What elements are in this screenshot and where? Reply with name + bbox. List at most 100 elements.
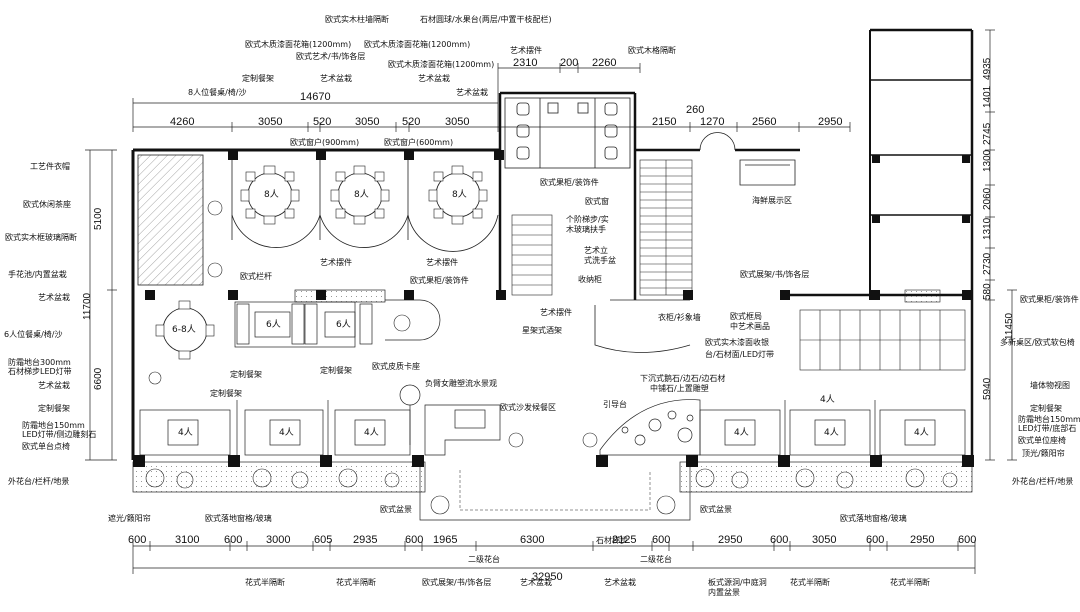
label-bottom-5: 二级花台 [468, 555, 500, 564]
label-inner-1: 欧式窗户(600mm) [384, 138, 454, 147]
seat-label: 4人 [820, 395, 835, 405]
label-inner-26: 负臂女雕塑流水景观 [425, 379, 497, 388]
round-table-chairs [155, 165, 488, 360]
label-top-4: 艺术摆件 [510, 46, 542, 55]
label-inner-4: 艺术摆件 [426, 258, 458, 267]
label-left-12: 欧式单台点椅 [22, 442, 70, 451]
label-inner-13: 艺术摆件 [540, 308, 572, 317]
seat-label: 4人 [178, 428, 193, 438]
right-dimension-lines [985, 29, 1017, 461]
label-inner-6: 欧式果柜/装饰件 [410, 276, 469, 285]
waiting-sofa [399, 384, 501, 456]
dim-bottom-total: 32950 [532, 571, 563, 583]
seat-label: 4人 [364, 428, 379, 438]
label-top-8: 定制餐架 [242, 74, 274, 83]
label-inner-12: 收纳柜 [578, 275, 602, 284]
label-bottom-4: 欧式落地窗格/玻璃 [840, 514, 907, 523]
dim-left: 11700 [82, 292, 93, 320]
label-right-5: LED灯带/底部石 [1018, 424, 1077, 433]
label-inner-30: 中铺石/上置雕塑 [650, 384, 709, 393]
dim-bottom-seg: 2935 [353, 534, 378, 546]
seat-label: 4人 [824, 428, 839, 438]
dim-bottom-seg: 2950 [910, 534, 935, 546]
label-bottom-16: 花式半隔断 [890, 578, 930, 587]
seat-label: 6人 [266, 320, 281, 330]
label-top-11: 艺术盆栽 [456, 88, 488, 97]
label-right-0: 欧式果柜/装饰件 [1020, 295, 1079, 304]
label-inner-16: 欧式实木漆面收银 [705, 338, 769, 347]
dim-top-total: 14670 [300, 91, 331, 103]
label-top-6: 欧式艺术/书/饰各层 [296, 52, 366, 61]
label-top-12: 8人位餐桌/椅/沙 [188, 88, 247, 97]
label-top-5: 欧式木格隔断 [628, 46, 676, 55]
label-bottom-1: 欧式落地窗格/玻璃 [205, 514, 272, 523]
label-inner-10: 艺术立 [584, 246, 608, 255]
water-feature [599, 399, 701, 456]
front-planter [132, 460, 973, 521]
label-bottom-7: 二级花台 [640, 555, 672, 564]
dim-bottom-seg: 600 [770, 534, 789, 546]
label-left-9: 定制餐架 [38, 404, 70, 413]
dim-right: 580 [982, 283, 993, 300]
label-inner-21: 海鲜展示区 [752, 196, 792, 205]
dim-bottom-seg: 2950 [718, 534, 743, 546]
seat-label: 4人 [914, 428, 929, 438]
label-left-2: 欧式实木框玻璃隔断 [5, 233, 77, 242]
label-bottom-10: 欧式展架/书/饰各层 [422, 578, 492, 587]
label-bottom-14: 内置盆景 [708, 588, 740, 597]
dim-top-seg: 2950 [818, 116, 843, 128]
label-right-3: 定制餐架 [1030, 404, 1062, 413]
decorative-plants [145, 200, 958, 515]
dim-top-seg: 520 [313, 116, 332, 128]
label-left-1: 欧式休闲茶座 [23, 200, 71, 209]
dim-bottom-seg: 600 [224, 534, 243, 546]
label-top-1: 石材圆球/水果台(两层/中置干枝配栏) [420, 15, 552, 24]
label-inner-5: 欧式果柜/装饰件 [540, 178, 599, 187]
label-inner-24: 定制餐架 [320, 366, 352, 375]
seat-label: 6-8人 [172, 325, 196, 335]
label-inner-9: 木玻璃扶手 [566, 225, 606, 234]
label-top-2: 欧式木质漆面花箱(1200mm) [245, 40, 352, 49]
label-top-3: 欧式木质漆面花箱(1200mm) [364, 40, 471, 49]
seat-label: 8人 [452, 190, 467, 200]
label-inner-14: 星架式酒架 [522, 326, 562, 335]
dim-top-seg: 2560 [752, 116, 777, 128]
dim-right: 2730 [982, 252, 993, 275]
inner-stair [511, 214, 553, 296]
label-inner-29: 下沉式鹅石/边石/边石材 [640, 374, 726, 383]
dim-top-small: 200 [560, 57, 579, 69]
label-inner-25: 定制餐架 [210, 389, 242, 398]
dim-top-seg: 1270 [700, 116, 725, 128]
seat-label: 6人 [336, 320, 351, 330]
label-right-4: 防霜地台150mm [1018, 415, 1080, 424]
dim-right: 1300 [982, 149, 993, 172]
label-right-2: 墙体物视图 [1030, 381, 1070, 390]
label-left-4: 艺术盆栽 [38, 293, 70, 302]
label-bottom-13: 板式源洞/中庭洞 [708, 578, 767, 587]
dim-bottom-seg: 605 [314, 534, 333, 546]
dim-top-small: 2260 [592, 57, 617, 69]
seat-label: 4人 [734, 428, 749, 438]
label-inner-20: 欧式展架/书/饰各层 [740, 270, 810, 279]
label-right-7: 顶光/籁阳帘 [1022, 449, 1065, 458]
dim-bottom-seg: 3050 [812, 534, 837, 546]
label-top-9: 艺术盆栽 [320, 74, 352, 83]
bottom-dimension-lines [132, 540, 976, 574]
dim-right: 2745 [982, 122, 993, 145]
seat-label: 4人 [279, 428, 294, 438]
dim-top-seg: 4260 [170, 116, 195, 128]
label-inner-27: 欧式沙发候餐区 [500, 403, 556, 412]
four-seat-tables [139, 400, 966, 460]
dim-top-seg: 2150 [652, 116, 677, 128]
dim-right: 1401 [982, 85, 993, 108]
label-right-6: 欧式单位座椅 [1018, 436, 1066, 445]
staircase [639, 159, 693, 296]
dim-bottom-seg: 600 [652, 534, 671, 546]
seat-label: 8人 [354, 190, 369, 200]
label-left-10: 防霜地台150mm [22, 421, 85, 430]
label-inner-17: 台/石材面/LED灯带 [705, 350, 775, 359]
dim-bottom-seg: 2125 [612, 534, 637, 546]
cashier-counter [594, 132, 796, 353]
label-left-0: 工艺件衣帽 [30, 162, 70, 171]
